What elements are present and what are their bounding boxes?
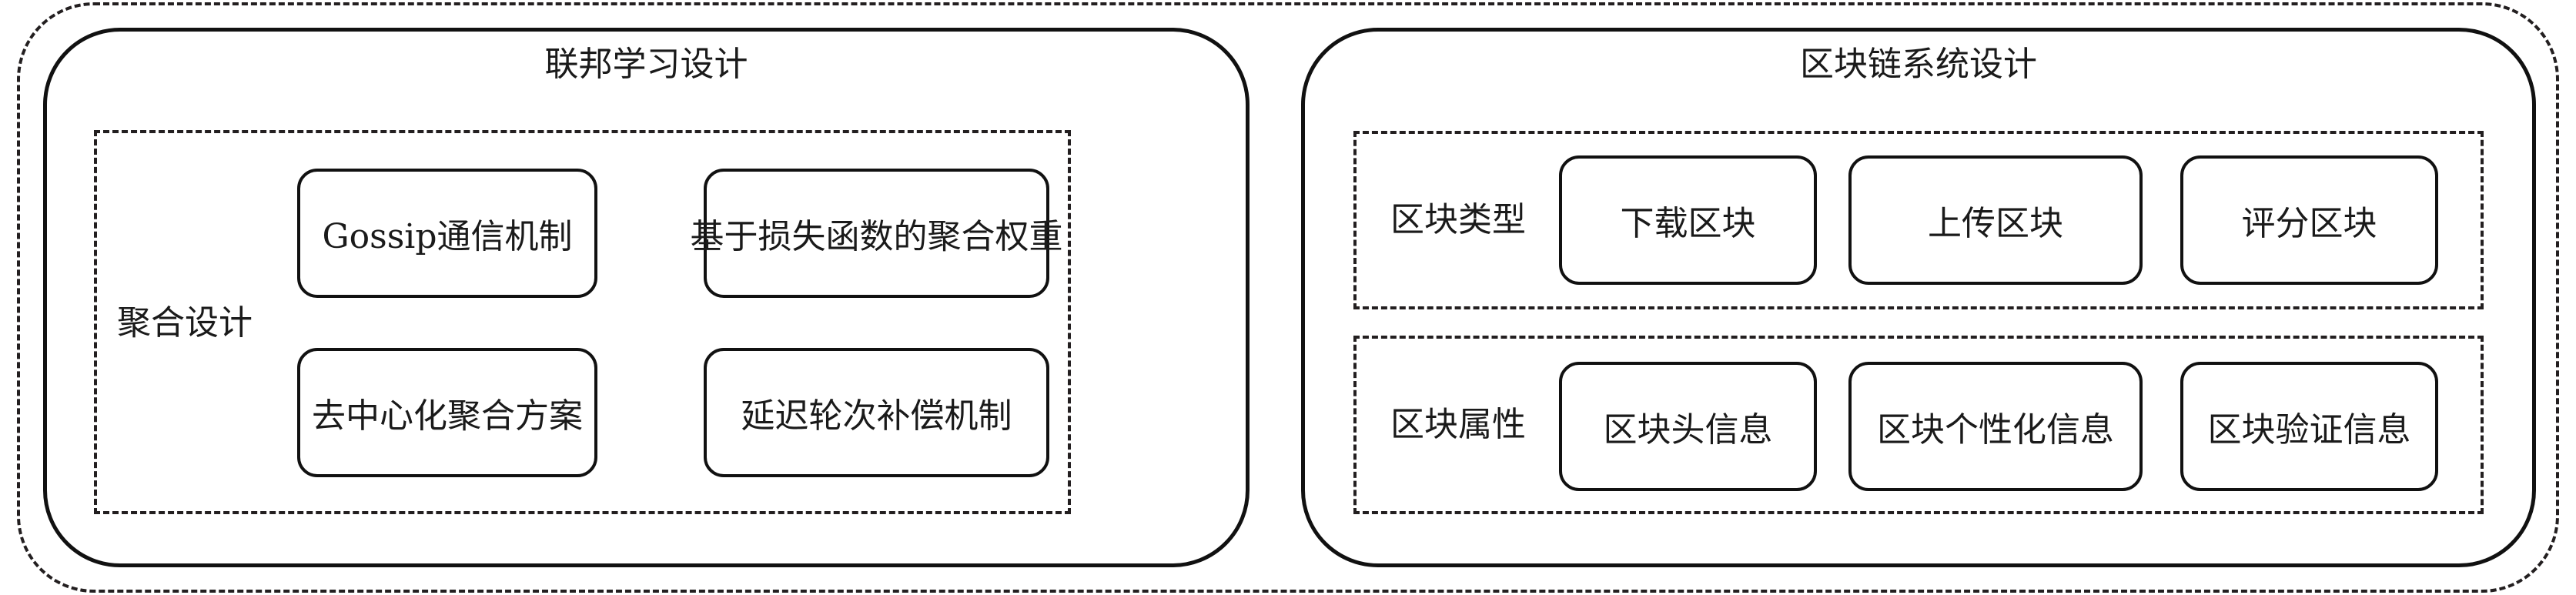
download-block-node: 下载区块 — [1559, 155, 1817, 285]
delay-round-compensation-node: 延迟轮次补偿机制 — [704, 348, 1049, 477]
block-attribute-group — [1353, 336, 2484, 514]
decentralized-aggregation-node: 去中心化聚合方案 — [297, 348, 597, 477]
federated-learning-title: 联邦学习设计 — [544, 45, 748, 84]
blockchain-title: 区块链系统设计 — [1800, 45, 2037, 84]
aggregation-design-group — [94, 130, 1071, 514]
block-type-label: 区块类型 — [1390, 200, 1526, 239]
block-header-info-node: 区块头信息 — [1559, 362, 1817, 491]
block-verification-info-node: 区块验证信息 — [2180, 362, 2438, 491]
score-block-node: 评分区块 — [2180, 155, 2438, 285]
block-personalized-info-node: 区块个性化信息 — [1848, 362, 2143, 491]
loss-based-weight-node: 基于损失函数的聚合权重 — [691, 169, 1063, 298]
gossip-communication-node: Gossip通信机制 — [297, 169, 597, 298]
upload-block-node: 上传区块 — [1848, 155, 2143, 285]
federated-learning-panel — [43, 28, 1250, 567]
block-type-group — [1353, 131, 2484, 309]
blockchain-panel — [1301, 28, 2536, 567]
aggregation-design-label: 聚合设计 — [117, 303, 253, 343]
system-boundary — [17, 2, 2559, 593]
block-attribute-label: 区块属性 — [1390, 405, 1526, 444]
